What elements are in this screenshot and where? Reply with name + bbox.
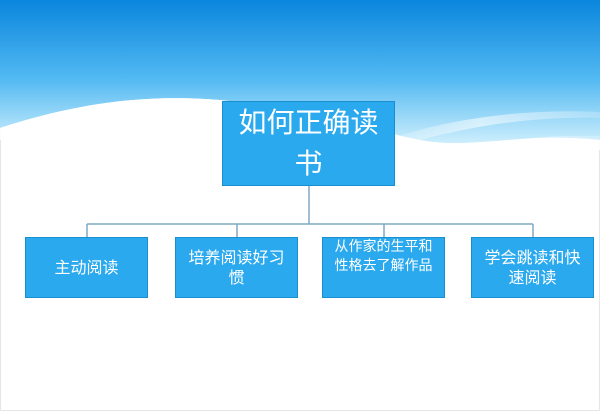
wave-streak-2 — [400, 135, 600, 166]
child-node-author-background: 从作家的生平和性格去了解作品 — [322, 237, 445, 298]
wave-highlight — [0, 98, 600, 156]
child-node-label: 培养阅读好习惯 — [188, 247, 285, 287]
child-node-skim-reading: 学会跳读和快速阅读 — [471, 237, 594, 298]
child-node-label: 从作家的生平和性格去了解作品 — [334, 239, 433, 274]
root-node: 如何正确读书 — [222, 101, 395, 186]
sky-band — [0, 0, 600, 144]
child-node-label: 学会跳读和快速阅读 — [484, 247, 581, 287]
child-node-reading-habits: 培养阅读好习惯 — [175, 237, 298, 298]
root-node-label: 如何正确读书 — [238, 105, 379, 180]
child-node-label: 主动阅读 — [54, 257, 119, 277]
child-node-active-reading: 主动阅读 — [25, 237, 148, 298]
